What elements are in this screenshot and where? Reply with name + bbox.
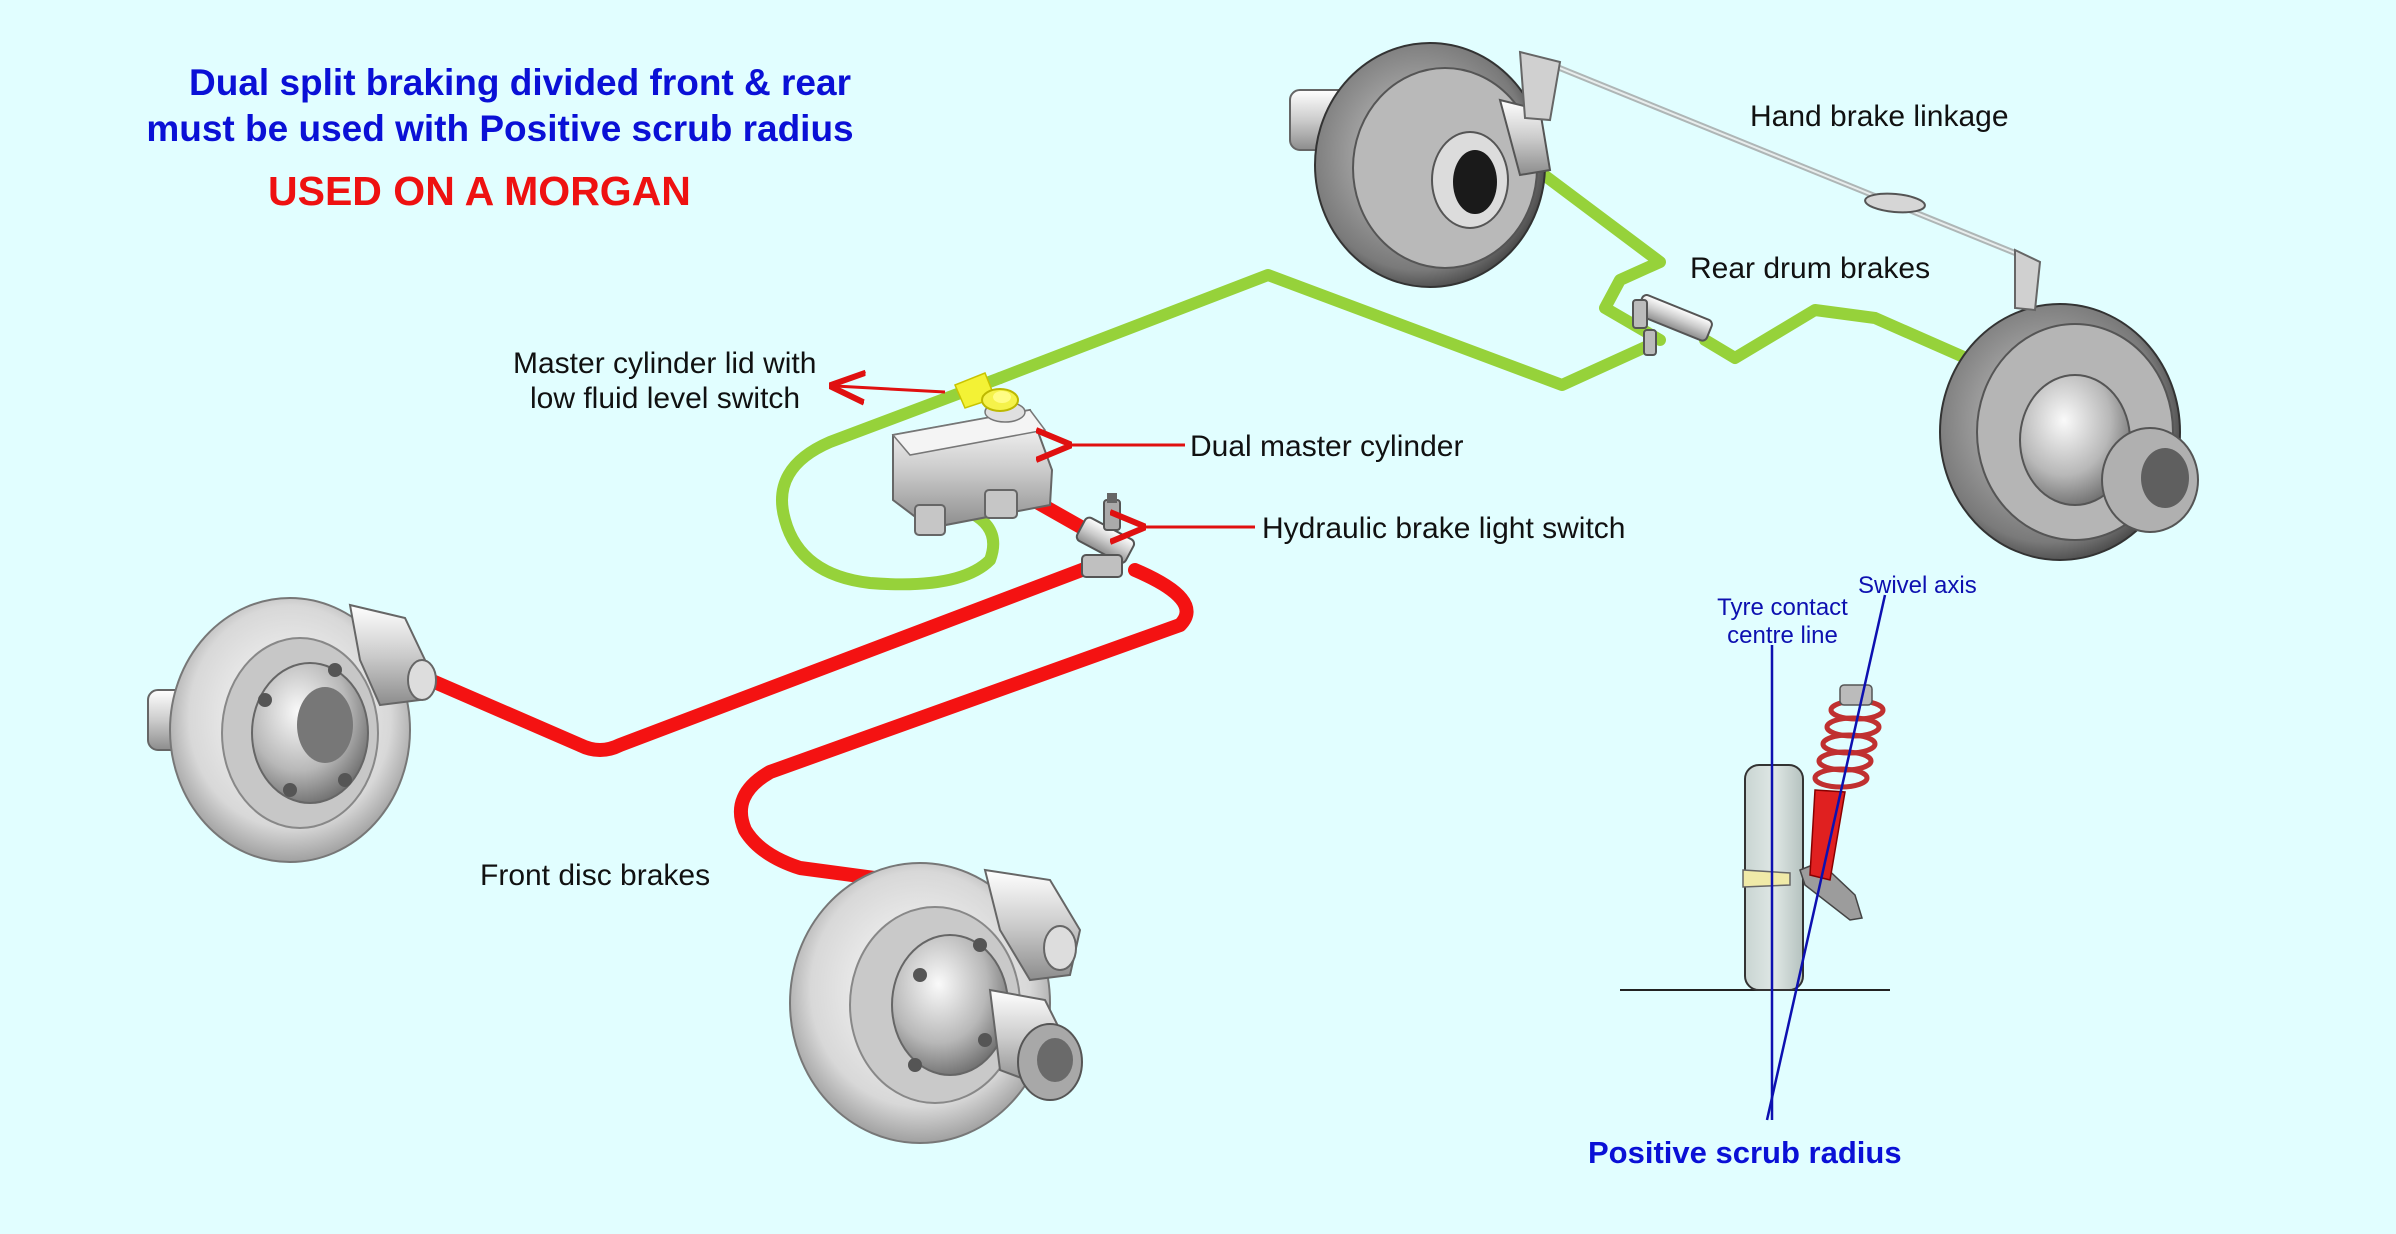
coil-spring <box>1812 698 1886 790</box>
callout-arrows <box>835 386 1255 527</box>
strut-body <box>1809 789 1846 881</box>
tyre-contact-line-1: Tyre contact <box>1717 594 1848 621</box>
rear-drum-brakes-label: Rear drum brakes <box>1690 252 1931 285</box>
front-disc-brake-left <box>147 597 437 863</box>
rear-drum-brake-top <box>1289 42 1552 288</box>
hand-brake-linkage <box>1518 50 2042 312</box>
title-line-1: Dual split braking divided front & rear <box>189 62 851 103</box>
tyre-contact-line-2: centre line <box>1727 622 1838 649</box>
master-cylinder-lid <box>954 372 1019 412</box>
dual-master-cylinder <box>891 401 1054 536</box>
title-line-2: must be used with Positive scrub radius <box>146 108 854 149</box>
positive-scrub-radius-label: Positive scrub radius <box>1588 1135 1902 1170</box>
stub-axle <box>1742 869 1791 888</box>
tyre-contact-label: Tyre contact centre line <box>1700 594 1865 650</box>
hand-brake-linkage-label: Hand brake linkage <box>1750 100 2009 133</box>
scrub-radius-inset <box>1620 594 1890 1121</box>
subtitle-morgan: USED ON A MORGAN <box>268 168 691 214</box>
master-lid-label-line1: Master cylinder lid with <box>513 347 817 380</box>
front-brake-circuit <box>423 481 1194 887</box>
swivel-axis-line <box>1765 594 1887 1121</box>
front-disc-brakes-label: Front disc brakes <box>480 859 711 892</box>
dual-master-cylinder-label: Dual master cylinder <box>1190 430 1464 463</box>
rear-brake-circuit <box>776 166 1981 591</box>
arrow-master-lid <box>835 386 946 392</box>
rear-drum-brake-right <box>1939 303 2199 561</box>
swivel-axis-label: Swivel axis <box>1858 572 1977 599</box>
hydraulic-switch-label: Hydraulic brake light switch <box>1262 512 1626 545</box>
rear-tee-fitting <box>1632 294 1713 356</box>
master-lid-label-line2: low fluid level switch <box>530 382 801 415</box>
hydraulic-brake-light-switch <box>1075 493 1136 578</box>
front-disc-brake-right <box>789 862 1083 1144</box>
